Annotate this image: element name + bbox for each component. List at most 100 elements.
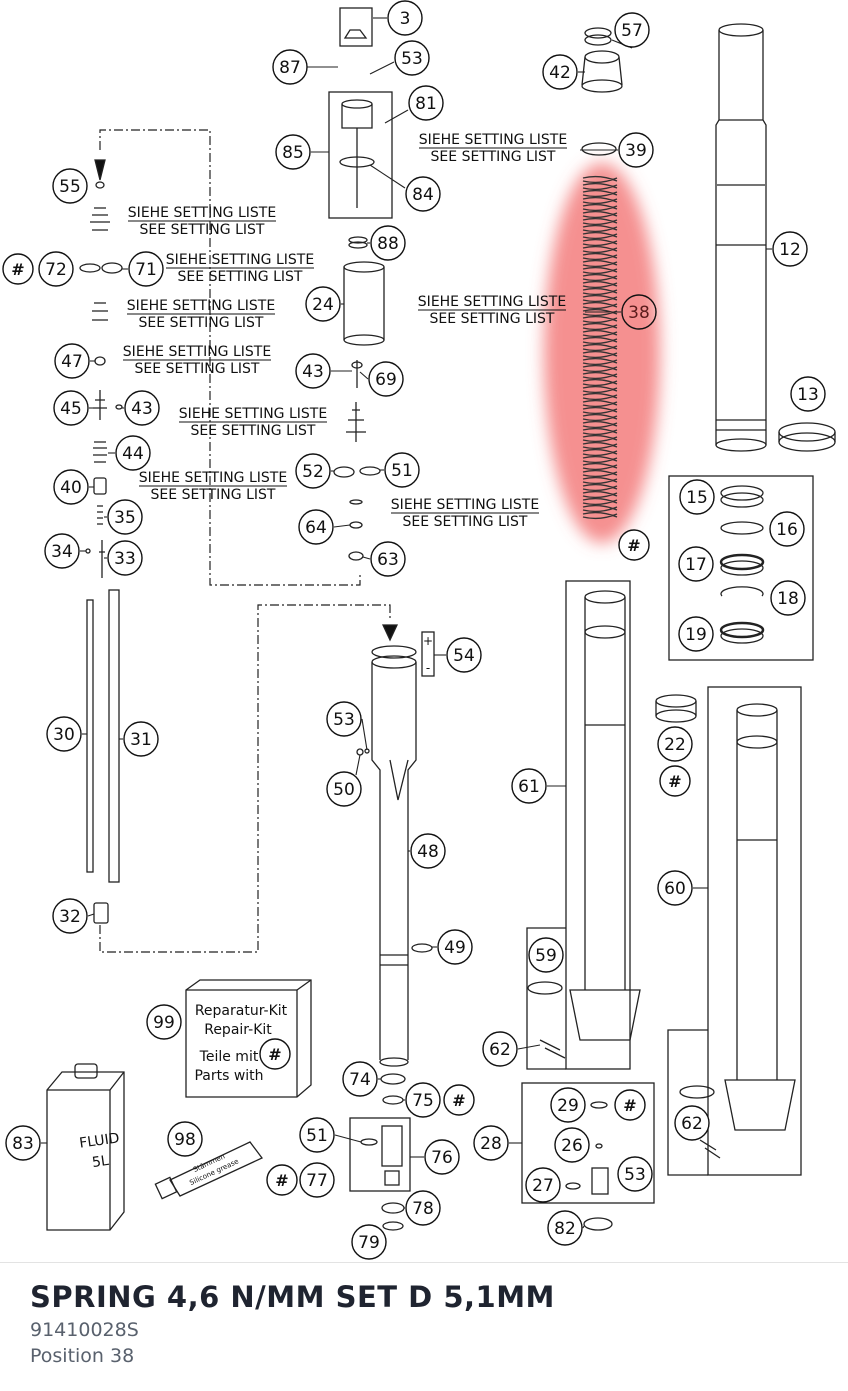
callout-c22[interactable]: 22: [657, 726, 693, 762]
hash-marker-h2: #: [618, 529, 650, 561]
callout-c44[interactable]: 44: [115, 435, 151, 471]
callout-c81[interactable]: 81: [408, 85, 444, 121]
callout-c83[interactable]: 83: [5, 1125, 41, 1161]
callout-c35[interactable]: 35: [107, 499, 143, 535]
callout-c78[interactable]: 78: [405, 1190, 441, 1226]
callout-c87[interactable]: 87: [272, 49, 308, 85]
note-en: SEE SETTING LIST: [135, 361, 260, 377]
callout-label: 84: [412, 185, 434, 205]
callout-c19[interactable]: 19: [678, 616, 714, 652]
callout-c34[interactable]: 34: [44, 533, 80, 569]
parts-57-42: [581, 27, 623, 156]
callout-c63[interactable]: 63: [370, 541, 406, 577]
callout-c42[interactable]: 42: [542, 54, 578, 90]
callout-c18[interactable]: 18: [770, 580, 806, 616]
callout-c52[interactable]: 52: [295, 453, 331, 489]
callout-label: 40: [60, 478, 82, 498]
callout-c40[interactable]: 40: [53, 469, 89, 505]
hash-label: #: [452, 1091, 465, 1110]
inner-tube-48: [356, 624, 433, 1067]
ring-13: [778, 422, 836, 452]
note-en: SEE SETTING LIST: [151, 487, 276, 503]
callout-c49[interactable]: 49: [437, 929, 473, 965]
callout-c51b[interactable]: 51: [299, 1117, 335, 1153]
part-box-60: [707, 686, 802, 1176]
callout-c84[interactable]: 84: [405, 176, 441, 212]
callout-c45[interactable]: 45: [53, 390, 89, 426]
callout-c82[interactable]: 82: [547, 1210, 583, 1246]
callout-c12[interactable]: 12: [772, 231, 808, 267]
callout-label: 62: [489, 1040, 511, 1060]
note-de: SIEHE SETTING LISTE: [391, 497, 539, 513]
bushings-15-19: [719, 485, 765, 644]
callout-c38[interactable]: 38: [621, 294, 657, 330]
callout-label: 38: [628, 303, 650, 323]
callout-c72[interactable]: 72: [38, 251, 74, 287]
callout-label: 13: [797, 385, 819, 405]
callout-c31[interactable]: 31: [123, 721, 159, 757]
callout-c76[interactable]: 76: [424, 1139, 460, 1175]
callout-c15[interactable]: 15: [679, 479, 715, 515]
callout-c57[interactable]: 57: [614, 12, 650, 48]
callout-c60[interactable]: 60: [657, 870, 693, 906]
callout-c75[interactable]: 75: [405, 1082, 441, 1118]
callout-c99[interactable]: 99: [146, 1004, 182, 1040]
callout-c27[interactable]: 27: [525, 1167, 561, 1203]
callout-c50[interactable]: 50: [326, 771, 362, 807]
callout-label: 45: [60, 399, 82, 419]
callout-c88[interactable]: 88: [370, 225, 406, 261]
callout-c71[interactable]: 71: [128, 251, 164, 287]
callout-c53c[interactable]: 53: [617, 1156, 653, 1192]
callout-label: 15: [686, 488, 708, 508]
note-de: SIEHE SETTING LISTE: [419, 132, 567, 148]
callout-c69[interactable]: 69: [368, 361, 404, 397]
callout-c98[interactable]: 98: [167, 1121, 203, 1157]
callout-c24[interactable]: 24: [305, 286, 341, 322]
callout-label: 59: [535, 946, 557, 966]
callout-c29[interactable]: 29: [550, 1087, 586, 1123]
callout-label: 22: [664, 735, 686, 755]
callout-label: 35: [114, 508, 136, 528]
callout-label: 74: [349, 1070, 371, 1090]
callout-c17[interactable]: 17: [678, 546, 714, 582]
callout-c74[interactable]: 74: [342, 1061, 378, 1097]
callout-label: 12: [779, 240, 801, 260]
callout-c55[interactable]: 55: [52, 168, 88, 204]
callout-c26[interactable]: 26: [554, 1127, 590, 1163]
callout-c62b[interactable]: 62: [674, 1105, 710, 1141]
callout-c59[interactable]: 59: [528, 937, 564, 973]
hash-marker-h3: #: [659, 765, 691, 797]
callout-label: 98: [174, 1130, 196, 1150]
callout-c54[interactable]: 54: [446, 637, 482, 673]
callout-c85[interactable]: 85: [275, 134, 311, 170]
callout-c43b[interactable]: 43: [124, 390, 160, 426]
callout-c28[interactable]: 28: [473, 1125, 509, 1161]
callout-c30[interactable]: 30: [46, 716, 82, 752]
callout-c3[interactable]: 3: [387, 0, 423, 36]
callout-c13[interactable]: 13: [790, 376, 826, 412]
callout-c43a[interactable]: 43: [295, 353, 331, 389]
callout-c39[interactable]: 39: [618, 132, 654, 168]
leader-lines: [41, 17, 772, 1229]
cartridge-85: [339, 99, 375, 208]
callout-c64[interactable]: 64: [298, 509, 334, 545]
callout-c61[interactable]: 61: [511, 768, 547, 804]
callout-c79[interactable]: 79: [351, 1224, 387, 1260]
part-box-76: [349, 1117, 411, 1192]
callout-c33[interactable]: 33: [107, 540, 143, 576]
callout-c51a[interactable]: 51: [384, 452, 420, 488]
part-number: 91410028S: [30, 1319, 139, 1341]
callout-c53b[interactable]: 53: [326, 701, 362, 737]
callout-label: 63: [377, 550, 399, 570]
hash-marker-h5: #: [614, 1089, 646, 1121]
callout-c77[interactable]: 77: [299, 1162, 335, 1198]
callout-c53a[interactable]: 53: [394, 40, 430, 76]
callout-c16[interactable]: 16: [769, 511, 805, 547]
callout-c47[interactable]: 47: [54, 343, 90, 379]
callout-c32[interactable]: 32: [52, 898, 88, 934]
callout-c62a[interactable]: 62: [482, 1031, 518, 1067]
callout-c48[interactable]: 48: [410, 833, 446, 869]
